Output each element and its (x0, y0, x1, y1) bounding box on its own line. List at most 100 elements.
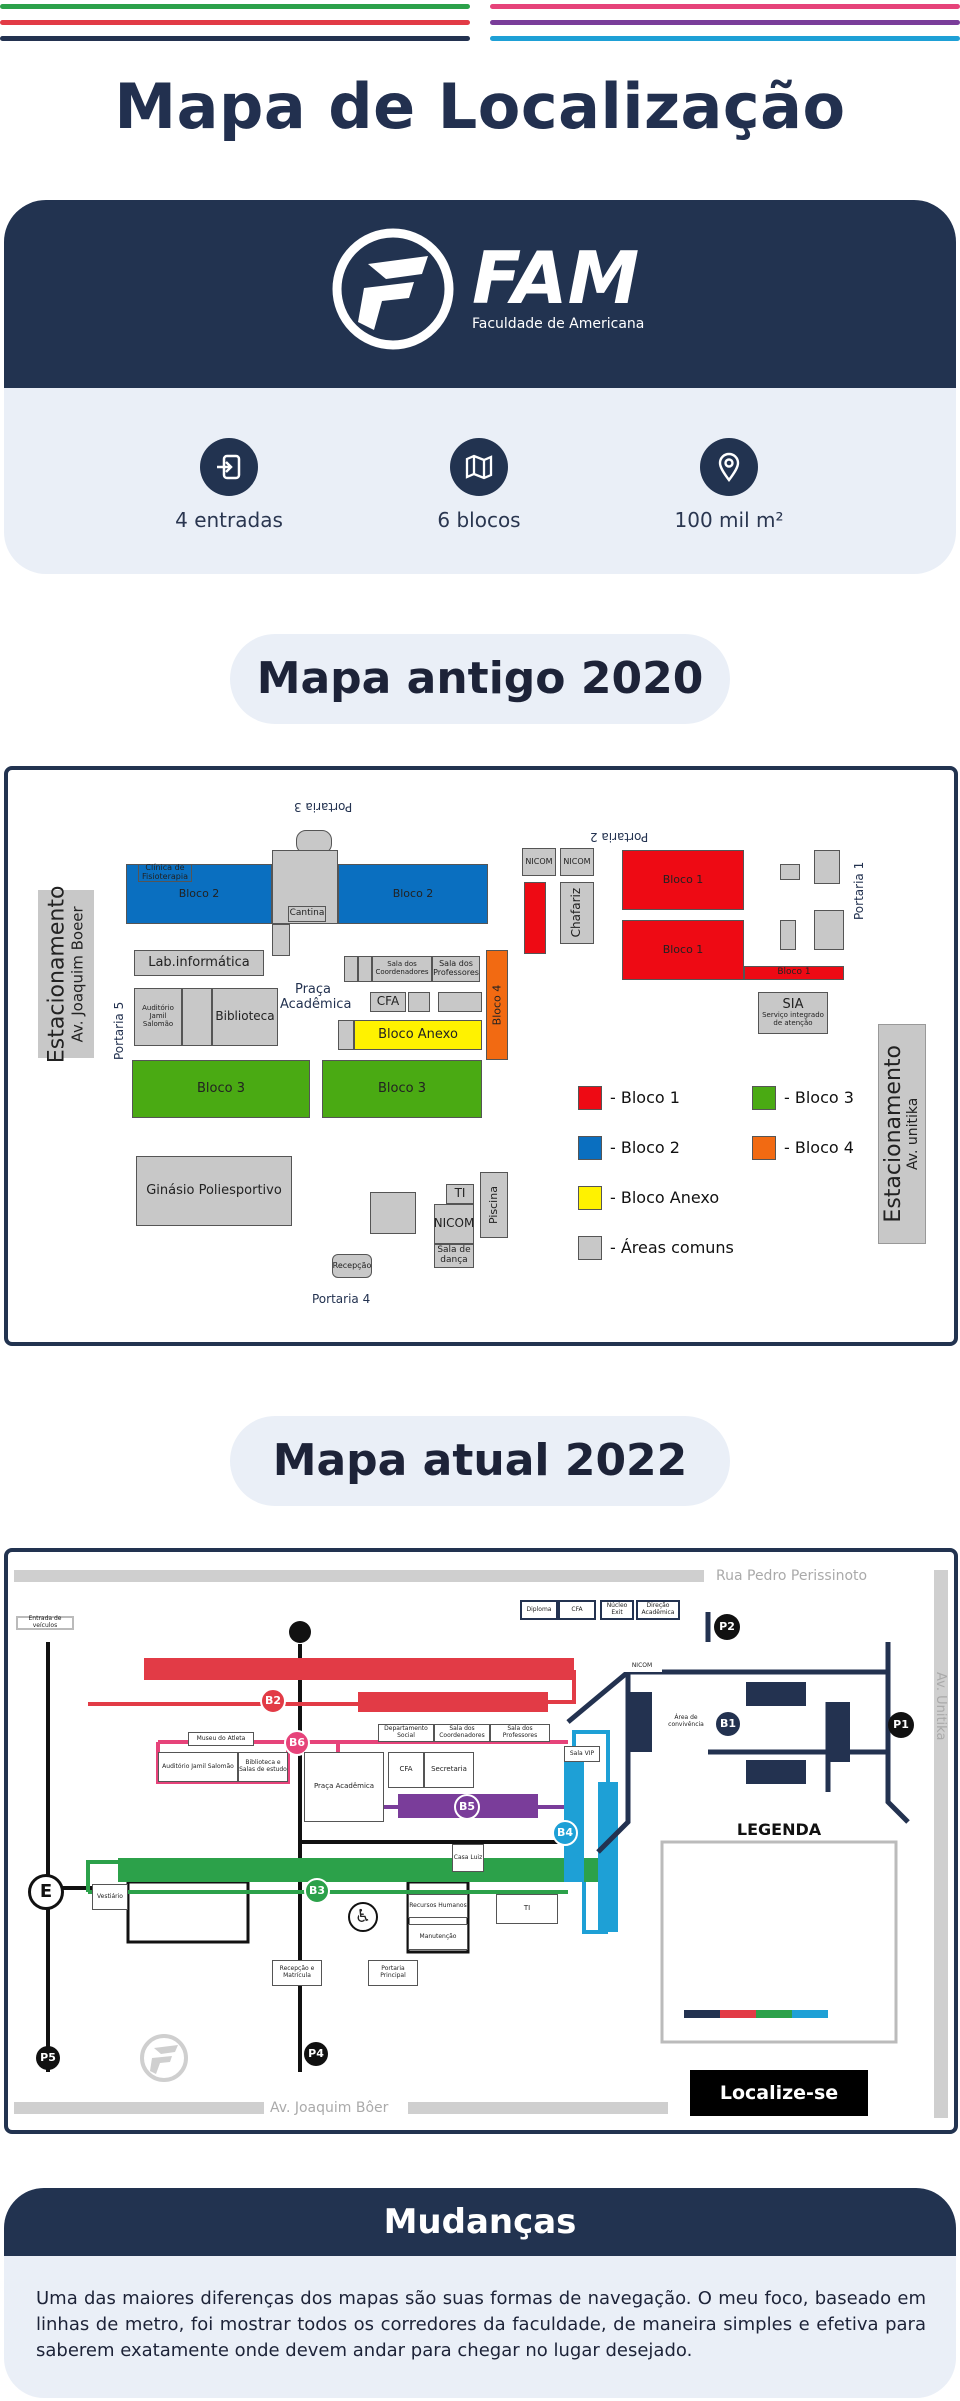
clinica-fisioterapia: Clínica de Fisioterapia (138, 863, 192, 882)
nicom-new: NICOM (622, 1660, 662, 1672)
auditorio-new: Auditório Jamil Salomão (158, 1752, 238, 1782)
localize-button[interactable]: Localize-se (690, 2070, 868, 2116)
map-icon (450, 438, 508, 496)
station-b2[interactable]: B2 (260, 1688, 286, 1714)
bloco1-south: Bloco 1 (622, 920, 744, 980)
small-room-b (358, 956, 372, 982)
legend-label-bloco1: - Bloco 1 (610, 1088, 680, 1107)
cfa-new: CFA (388, 1752, 424, 1788)
stripe-red (0, 20, 470, 25)
brand-banner: FAM Faculdade de Americana (4, 200, 956, 388)
parking-right-street: Av. unitika (905, 1097, 922, 1171)
small-room-a (344, 956, 358, 982)
fam-logo-icon (332, 228, 454, 350)
direcao-academica: Direção Acadêmica (636, 1600, 680, 1620)
old-map-title: Mapa antigo 2020 (230, 634, 730, 724)
legend-label-comuns: - Áreas comuns (610, 1238, 734, 1257)
secretaria-new: Secretaria (424, 1752, 474, 1788)
brand-card: FAM Faculdade de Americana 4 entradas 6 … (4, 200, 956, 574)
portaria1-label: Portaria 1 (852, 861, 866, 920)
station-p5[interactable]: P5 (36, 2046, 60, 2070)
bloco4: Bloco 4 (486, 950, 508, 1060)
recursos-humanos: Recursos Humanos (408, 1894, 468, 1918)
legend-label-anexo: - Bloco Anexo (610, 1188, 720, 1207)
location-pin-icon (700, 438, 758, 496)
bloco1-strip: Bloco 1 (744, 966, 844, 980)
chafariz-label: Chafariz (569, 888, 584, 938)
brand-subtitle: Faculdade de Americana (472, 316, 645, 332)
sala-prof-box (814, 850, 840, 884)
sia-sub: Serviço integrado de atenção (762, 1011, 824, 1028)
street-right: Av. Unitika (933, 1672, 948, 1741)
station-p1[interactable]: P1 (888, 1712, 914, 1738)
station-b5[interactable]: B5 (454, 1794, 480, 1820)
diploma: Diploma (520, 1600, 558, 1620)
station-p2[interactable]: P2 (714, 1614, 740, 1640)
parking-left: Estacionamento Av. Joaquim Boeer (38, 885, 94, 1063)
portaria3-label: Portaria 3 (294, 800, 353, 814)
biblioteca-new: Biblioteca e Salas de estudo (238, 1752, 288, 1782)
ginasio: Ginásio Poliesportivo (136, 1156, 292, 1226)
street-bottom: Av. Joaquim Bôer (270, 2100, 389, 2116)
legend-swatch-comuns (578, 1236, 602, 1260)
changes-text: Uma das maiores diferenças dos mapas são… (36, 2288, 926, 2361)
banho-box (780, 864, 800, 880)
stripe-purple (490, 20, 960, 25)
dep-social: Departamento Social (378, 1724, 434, 1742)
sala-danca: Sala de dança (434, 1244, 474, 1268)
new-map-title: Mapa atual 2022 (230, 1416, 730, 1506)
bloco3-west: Bloco 3 (132, 1060, 310, 1118)
stripe-navy (0, 36, 470, 41)
stairs-box (408, 992, 430, 1012)
stat-entrances: 4 entradas (134, 438, 324, 532)
stat-label: 6 blocos (437, 508, 521, 532)
small-box (780, 920, 796, 950)
stat-label: 4 entradas (175, 508, 283, 532)
legend-label-bloco2: - Bloco 2 (610, 1138, 680, 1157)
stripe-pink (490, 4, 960, 9)
lab-box (814, 910, 844, 950)
stripe-cyan (490, 36, 960, 41)
legend-swatch-bloco3 (752, 1086, 776, 1110)
bloco4-label: Bloco 4 (489, 984, 503, 1026)
cantina-old: Cantina (288, 906, 326, 922)
changes-title: Mudanças (4, 2188, 956, 2256)
cfa-old: CFA (370, 992, 406, 1012)
bloco1-north: Bloco 1 (622, 850, 744, 910)
ti-old: TI (446, 1184, 474, 1204)
parking-left-label: Estacionamento (44, 885, 70, 1063)
annex-shape (370, 1192, 416, 1234)
sala-coord-new: Sala dos Coordenadores (434, 1724, 490, 1742)
manutencao: Manutenção (408, 1924, 468, 1950)
praca-old: Praça Acadêmica (280, 982, 352, 1012)
legend-swatch-bloco2 (578, 1136, 602, 1160)
entrance-icon (200, 438, 258, 496)
changes-card: Mudanças Uma das maiores diferenças dos … (4, 2188, 956, 2398)
portaria5-label: Portaria 5 (112, 1001, 126, 1060)
piscina-label: Piscina (486, 1186, 500, 1224)
sala-estudo (182, 988, 212, 1046)
nicom-box-a: NICOM (522, 848, 556, 876)
station-p4[interactable]: P4 (304, 2042, 328, 2066)
biblioteca-old: Biblioteca (212, 988, 278, 1046)
station-b4[interactable]: B4 (552, 1820, 578, 1846)
legend-swatch-anexo (578, 1186, 602, 1210)
sia-box: SIA Serviço integrado de atenção (758, 992, 828, 1034)
sala-coordenadores-old: Sala dos Coordenadores (372, 956, 432, 982)
side-room (438, 992, 482, 1012)
parking-right-label: Estacionamento (881, 1045, 907, 1223)
piscina: Piscina (480, 1172, 508, 1238)
parking-right: Estacionamento Av. unitika (878, 1024, 926, 1244)
station-b6[interactable]: B6 (284, 1730, 310, 1756)
chafariz: Chafariz (560, 882, 594, 944)
station-b3[interactable]: B3 (304, 1878, 330, 1904)
station-b1[interactable]: B1 (714, 1710, 742, 1738)
stripe-green (0, 4, 470, 9)
stat-area: 100 mil m² (634, 438, 824, 532)
legend-swatch-bloco1 (578, 1086, 602, 1110)
sala-professores-old: Sala dos Professores (432, 956, 480, 982)
portaria-principal: Portaria Principal (368, 1960, 418, 1986)
station-entrance[interactable]: E (28, 1874, 64, 1910)
nucleo-exit: Núcleo Exit (600, 1600, 634, 1620)
street-top: Rua Pedro Perissinoto (716, 1568, 868, 1584)
